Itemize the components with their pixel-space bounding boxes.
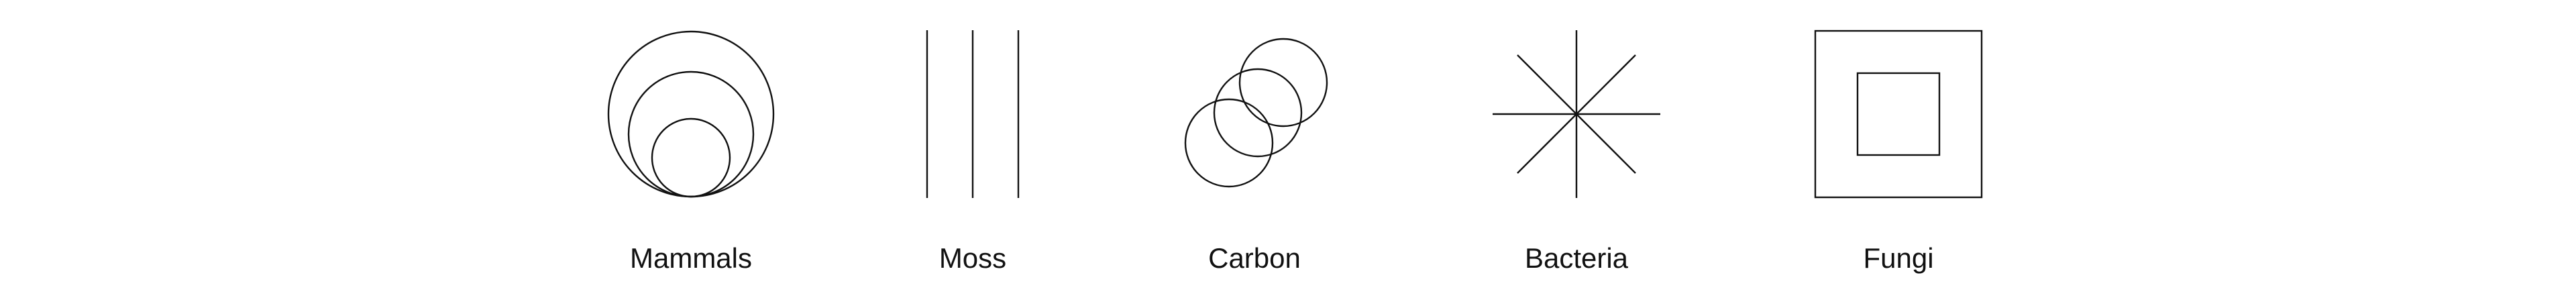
category-mammals: Mammals [584, 0, 798, 302]
category-bacteria: Bacteria [1469, 0, 1684, 302]
category-label: Moss [938, 242, 1007, 274]
nested-circles-icon [607, 30, 775, 198]
category-label: Carbon [1208, 242, 1301, 274]
category-fungi: Fungi [1791, 0, 2006, 302]
category-moss: Moss [865, 0, 1080, 302]
asterisk-star-icon [1493, 30, 1660, 198]
category-label: Bacteria [1524, 242, 1629, 274]
vertical-lines-icon [926, 30, 1020, 198]
category-label: Fungi [1863, 242, 1934, 274]
category-carbon: Carbon [1147, 0, 1362, 302]
overlapping-circles-icon [1184, 38, 1328, 188]
category-label: Mammals [629, 242, 752, 274]
nested-squares-icon [1814, 30, 1983, 199]
